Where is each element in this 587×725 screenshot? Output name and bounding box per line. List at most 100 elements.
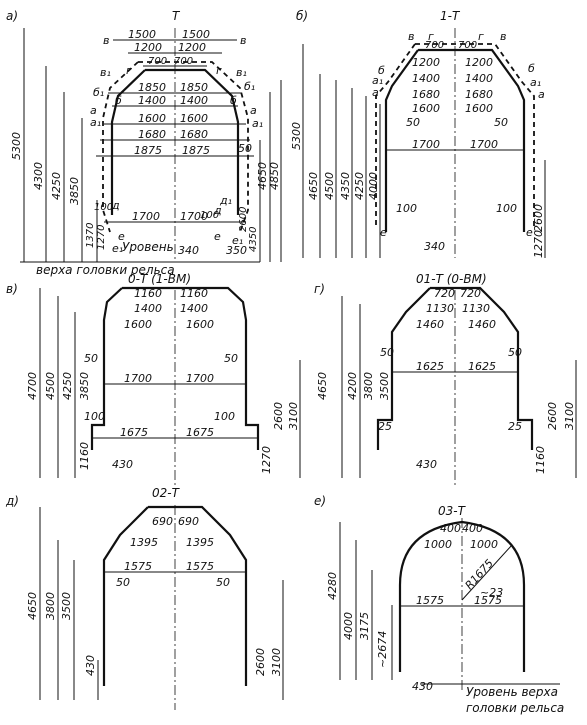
panel-g: г) 01-Т (0-ВМ) 720 720 1130 1130 1460 14… <box>314 272 577 488</box>
panel-d-h-3100-label: 3100 <box>270 648 283 676</box>
panel-b-h-4350-label: 4350 <box>339 172 352 200</box>
panel-b-w-1400-r: 1400 <box>465 72 493 85</box>
panel-a-letter-v-l: в <box>103 34 109 47</box>
panel-a-w-1200-r: 1200 <box>178 41 206 54</box>
panel-e-h-2674-label: ~2674 <box>376 631 389 668</box>
panel-b-outline-left <box>384 49 419 232</box>
panel-a-w-1600-l: 1600 <box>138 112 166 125</box>
panel-e-approx-label: ~23 <box>480 586 503 599</box>
panel-v-w-1675-r: 1675 <box>186 426 214 439</box>
panel-b-w-1200-r: 1200 <box>465 56 493 69</box>
panel-b-h-4500-label: 4500 <box>323 172 336 200</box>
panel-v-h-2600-label: 2600 <box>272 402 285 430</box>
panel-g-outline-left <box>376 287 431 450</box>
panel-a-title: Т <box>172 9 181 23</box>
panel-v-w-100-r: 100 <box>214 410 235 423</box>
panel-b-letter-g-l: г <box>428 30 434 43</box>
panel-a-h-4350-label: 4350 <box>248 227 259 252</box>
panel-a-letter-a-l: а <box>90 104 97 117</box>
panel-b-w-1600-l: 1600 <box>412 102 440 115</box>
panel-b-letter-a1-r: а₁ <box>530 76 541 89</box>
panel-a: а) Т 1500 1500 1200 1200 700 700 1850 18… <box>6 9 282 277</box>
panel-b-outline-outer-left <box>375 43 416 228</box>
panel-b-h-4650-label: 4650 <box>307 172 320 200</box>
panel-v: в) 0-Т (1-ВМ) 1160 1160 1400 1400 1600 1… <box>6 272 301 488</box>
panel-a-letter-a1-l: а₁ <box>90 116 101 129</box>
panel-a-h-4300-label: 4300 <box>32 162 45 190</box>
panel-v-w-50-l: 50 <box>84 352 98 365</box>
panel-v-w-1675-l: 1675 <box>120 426 148 439</box>
panel-b-letter-g-r: г <box>478 30 484 43</box>
panel-b-w-50-r: 50 <box>494 116 508 129</box>
panel-v-h-1270-label: 1270 <box>260 446 273 474</box>
panel-a-h-1270-label: 1270 <box>96 225 107 250</box>
panel-b-letter-a1-l: а₁ <box>372 74 383 87</box>
panel-a-caption-2: верха головки рельса <box>36 263 175 277</box>
panel-d-title: 02-Т <box>152 486 181 500</box>
panel-v-w-430: 430 <box>112 458 133 471</box>
panel-a-letter: а) <box>6 9 18 23</box>
panel-b-h-5300-label: 5300 <box>290 122 303 150</box>
panel-b-h-4000-label: 4000 <box>367 172 380 200</box>
panel-a-letter-b1-r: б₁ <box>244 80 255 93</box>
panel-v-outline-left <box>90 287 123 450</box>
panel-g-h-3100-label: 3100 <box>563 402 576 430</box>
panel-a-letter-e1-r: е₁ <box>232 234 243 247</box>
panel-d-w-1395-r: 1395 <box>186 536 214 549</box>
panel-b-w-340: 340 <box>424 240 445 253</box>
panel-d-outline-right <box>148 505 248 686</box>
panel-b-w-1600-r: 1600 <box>465 102 493 115</box>
panel-e-w-1000-r: 1000 <box>470 538 498 551</box>
panel-b-letter-b-r: б <box>528 62 535 75</box>
panel-d-h-3800-label: 3800 <box>44 592 57 620</box>
panel-v-w-100-l: 100 <box>84 410 105 423</box>
panel-e-w-1575-l: 1575 <box>416 594 444 607</box>
panel-a-w-top-r: 1500 <box>182 28 210 41</box>
panel-a-h-4650-label: 4650 <box>256 162 269 190</box>
panel-a-w-1850-l: 1850 <box>138 81 166 94</box>
panel-v-h-3100-label: 3100 <box>287 402 300 430</box>
panel-d-h-3500-label: 3500 <box>60 592 73 620</box>
panel-a-w-340: 340 <box>178 244 199 257</box>
panel-d-h-4650-label: 4650 <box>26 592 39 620</box>
panel-a-outline-right <box>145 68 240 215</box>
panel-a-letter-d-r: д <box>213 204 222 217</box>
panel-b-w-700-r: 700 <box>458 40 477 51</box>
panel-e-h-4000-label: 4000 <box>342 612 355 640</box>
panel-b-h-4250-label: 4250 <box>353 172 366 200</box>
panel-a-letter-b-r: б <box>230 94 237 107</box>
panel-g-w-430: 430 <box>416 458 437 471</box>
panel-g-outline-right <box>430 286 534 450</box>
panel-b-w-50-l: 50 <box>406 116 420 129</box>
panel-d-w-1395-l: 1395 <box>130 536 158 549</box>
panel-g-w-50-r: 50 <box>508 346 522 359</box>
panel-a-w-top-l: 1500 <box>128 28 156 41</box>
panel-b-h-2600-label: 2600 <box>532 204 545 232</box>
panel-d-w-1575-r: 1575 <box>186 560 214 573</box>
panel-e-outline-arch <box>398 520 526 672</box>
panel-b-w-100-l: 100 <box>396 202 417 215</box>
panel-b-w-1400-l: 1400 <box>412 72 440 85</box>
panel-e-title: 03-Т <box>438 504 467 518</box>
panel-a-w-1400-r: 1400 <box>180 94 208 107</box>
panel-v-w-1160-r: 1160 <box>180 287 208 300</box>
panel-b-letter-v-l: в <box>408 30 414 43</box>
panel-a-letter-e1-l: е₁ <box>112 242 123 255</box>
panel-d-w-690-r: 690 <box>178 515 199 528</box>
panel-d-w-50-r: 50 <box>216 576 230 589</box>
panel-v-h-4700-label: 4700 <box>26 372 39 400</box>
panel-v-h-1160-label: 1160 <box>78 442 91 470</box>
panel-g-h-4200-label: 4200 <box>346 372 359 400</box>
panel-a-50-label: 50 <box>238 142 252 155</box>
panel-a-letter-a-r: а <box>250 104 257 117</box>
panel-a-letter-g-r: г <box>216 64 222 77</box>
panel-g-w-1130-l: 1130 <box>426 302 454 315</box>
panel-a-letter-b-l: б <box>115 94 122 107</box>
panel-b-letter: б) <box>296 9 308 23</box>
panel-a-outline-left <box>110 69 146 215</box>
panel-b-h-1270-label: 1270 <box>532 230 545 258</box>
panel-a-h-3850-label: 3850 <box>68 177 81 205</box>
panel-v-h-4500-label: 4500 <box>44 372 57 400</box>
panel-d-outline-left <box>102 506 149 686</box>
